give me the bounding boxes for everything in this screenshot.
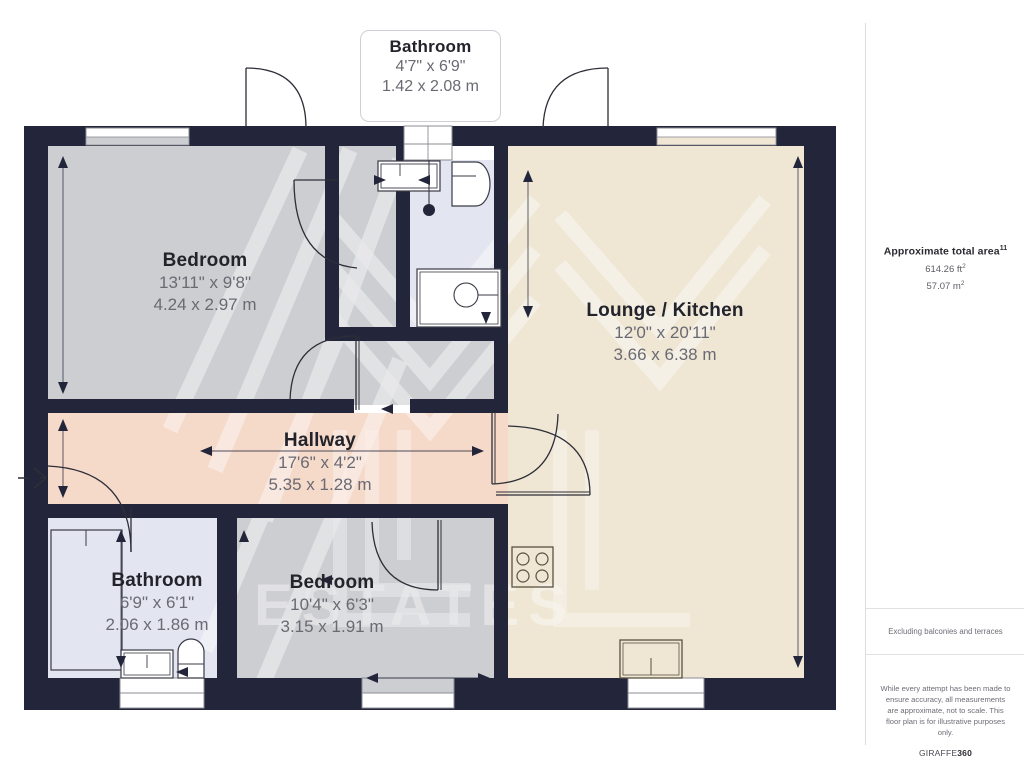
total-area-sqft-value: 614.26 ft <box>925 263 963 275</box>
wall-bed2-lounge-divider <box>494 518 508 678</box>
bathtub-bottom-icon <box>50 529 123 671</box>
watermark-text: ESTATES <box>254 573 576 638</box>
window-bottom-lounge <box>627 677 705 709</box>
sink-icon <box>416 268 502 328</box>
excluding-note-block: Excluding balconies and terraces <box>866 608 1024 655</box>
window-bottom-bedroom <box>361 677 455 709</box>
bathtub-icon <box>377 160 441 192</box>
door-bedroom-hallway <box>289 335 360 410</box>
total-area-title: Approximate total area11 <box>866 245 1024 258</box>
room-fill-bedroom-main <box>47 145 325 405</box>
total-area-sqft: 614.26 ft2 <box>866 263 1024 275</box>
dim-tick <box>418 175 430 185</box>
room-fill-hallway <box>24 413 508 518</box>
room-label-bathroom-top: Bathroom 4'7" x 6'9" 1.42 x 2.08 m <box>360 30 501 122</box>
doors <box>18 67 609 591</box>
wall-bedroom-right <box>325 146 339 206</box>
wall-landing-left <box>325 206 339 341</box>
toilet-bottom-icon <box>177 638 205 679</box>
info-panel: Approximate total area11 614.26 ft2 57.0… <box>865 23 1024 758</box>
window-top-bathroom <box>403 125 453 161</box>
excluding-note-text: Excluding balconies and terraces <box>888 627 1003 636</box>
window-top-lounge <box>656 127 777 146</box>
dim-tick <box>374 175 386 185</box>
dim-tick <box>481 312 491 324</box>
room-fill-lounge-kitchen <box>508 145 804 678</box>
door-hallway-bedroom2 <box>371 520 442 591</box>
room-fill-bedroom-second <box>237 518 495 678</box>
dim-tick <box>28 473 40 483</box>
wall-left <box>24 126 48 710</box>
wall-landing-divider <box>396 188 410 340</box>
windows <box>85 125 777 709</box>
total-area-footnote-marker: 11 <box>999 245 1008 252</box>
door-bedroom-main <box>245 67 307 129</box>
toilet-icon <box>451 161 491 207</box>
wall-bathroom-bottom-step <box>396 327 508 341</box>
room-name: Bathroom <box>389 37 472 56</box>
dim-tick <box>320 575 332 585</box>
total-area-sqm-value: 57.07 m <box>926 280 961 292</box>
total-area-sqm: 57.07 m2 <box>866 280 1024 292</box>
fixtures <box>50 160 683 679</box>
door-hallway-lounge <box>491 412 559 485</box>
brand-logo: GIRAFFE360 <box>880 748 1011 758</box>
window-bottom-bathroom <box>119 677 205 709</box>
window-top-bedroom <box>85 127 190 146</box>
floor-plan-svg: ESTATES <box>18 67 836 710</box>
basin-bottom-icon <box>120 649 174 679</box>
room-dim-metric: 1.42 x 2.08 m <box>382 78 479 96</box>
room-dim-imperial: 4'7" x 6'9" <box>395 57 466 75</box>
sqm-unit-exponent: 2 <box>960 279 965 287</box>
brand-suffix: 360 <box>957 748 973 758</box>
wall-right <box>804 126 836 710</box>
door-lounge-top <box>542 67 609 129</box>
floor-plan-canvas: ESTATES <box>18 67 836 710</box>
total-area-title-text: Approximate total area <box>883 245 1000 258</box>
dim-tick <box>239 530 249 542</box>
door-lounge-side <box>496 425 591 496</box>
brand-prefix: GIRAFFE <box>918 748 958 758</box>
door-hallway-bathroom <box>47 465 132 553</box>
wall-landing-step <box>325 327 410 341</box>
disclaimer-text: While every attempt has been made to ens… <box>880 684 1011 737</box>
wall-hallway-top-right <box>410 399 508 413</box>
wall-hallway-top-left <box>24 399 354 413</box>
hob-icon <box>511 546 554 588</box>
total-area-block: Approximate total area11 614.26 ft2 57.0… <box>866 245 1024 292</box>
dimension-lines <box>62 160 799 679</box>
disclaimer-block: While every attempt has been made to ens… <box>866 675 1024 766</box>
dim-tick <box>176 667 188 677</box>
wall-hallway-bottom <box>24 504 508 518</box>
wall-bath-bed-divider <box>217 518 237 678</box>
sqft-unit-exponent: 2 <box>962 262 966 270</box>
door-landing-bedroom <box>293 179 358 269</box>
dim-tick <box>381 404 393 414</box>
lounge-unit-icon <box>619 639 683 679</box>
